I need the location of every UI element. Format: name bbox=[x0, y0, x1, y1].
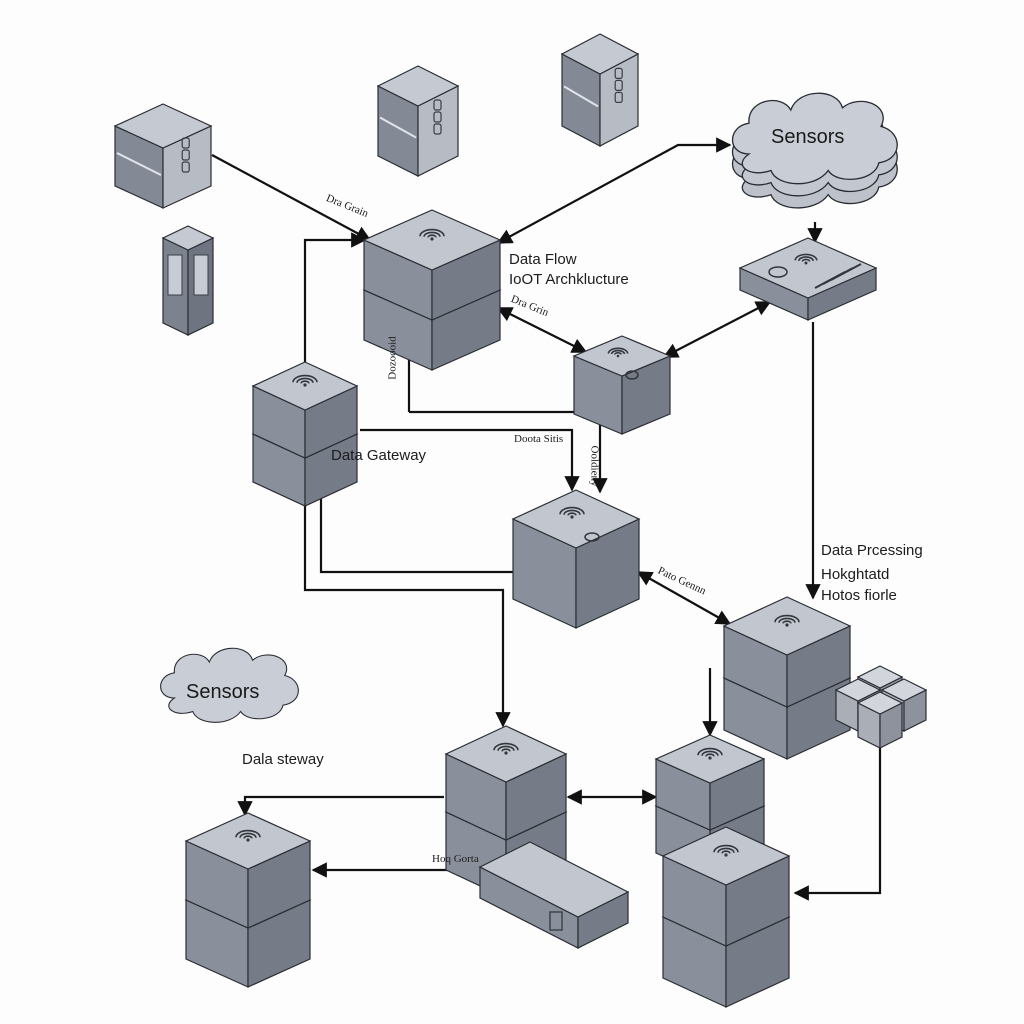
server-cube-3[interactable] bbox=[560, 33, 640, 147]
box-top-face bbox=[834, 678, 882, 702]
box-top-face bbox=[560, 33, 640, 75]
node-bottom-right-small[interactable] bbox=[654, 734, 766, 878]
port-icon bbox=[768, 266, 788, 278]
port-icon bbox=[584, 532, 600, 542]
connector-loop-b bbox=[360, 428, 580, 492]
wifi-icon bbox=[292, 374, 318, 387]
slot-icon bbox=[433, 99, 442, 111]
node-bottom-center[interactable] bbox=[444, 725, 568, 899]
wifi-icon bbox=[559, 506, 585, 519]
slot-icon bbox=[433, 111, 442, 123]
server-cube-2[interactable] bbox=[376, 65, 460, 177]
connector-from-server1 bbox=[211, 154, 372, 241]
vent-line bbox=[830, 263, 862, 281]
sensors-cloud-bottom-label: Sensors bbox=[186, 681, 260, 703]
tower-panel bbox=[193, 254, 209, 296]
data-steway-label: Dala steway bbox=[242, 751, 324, 768]
box-top-face bbox=[478, 841, 630, 918]
slot-icon bbox=[614, 79, 623, 92]
slot-icon bbox=[614, 91, 623, 104]
slot-icon bbox=[181, 161, 190, 173]
sensor-hub[interactable] bbox=[738, 237, 878, 321]
slot-icon bbox=[181, 149, 190, 161]
cloud-shape bbox=[732, 92, 898, 185]
box-top-face bbox=[880, 678, 928, 702]
slot-icon bbox=[433, 123, 442, 135]
wifi-icon bbox=[794, 253, 818, 265]
devices bbox=[113, 33, 928, 1008]
box-top-face bbox=[511, 489, 641, 549]
vertical-left-label: Dozoooid bbox=[386, 336, 399, 380]
data-stis-label: Doota Sitis bbox=[514, 433, 564, 445]
box-top-face bbox=[856, 691, 904, 715]
wifi-icon bbox=[607, 347, 629, 358]
wifi-icon bbox=[697, 747, 723, 760]
groove-line bbox=[563, 85, 599, 108]
port-icon bbox=[625, 370, 639, 380]
connector-gateway-to-sensorbox bbox=[496, 307, 588, 353]
storage-block[interactable] bbox=[478, 841, 630, 949]
wifi-icon bbox=[713, 844, 739, 857]
connector-bc-to-bl bbox=[237, 795, 444, 817]
hog-gorta-label: Hoq Gorta bbox=[432, 853, 479, 865]
server-cube-1[interactable] bbox=[113, 103, 213, 209]
tower-panel bbox=[167, 254, 183, 296]
box-top-face bbox=[376, 65, 460, 107]
connector-left-gw-up bbox=[303, 232, 367, 362]
edge-node-right[interactable] bbox=[722, 596, 852, 760]
box-top-face bbox=[113, 103, 213, 149]
wifi-icon bbox=[774, 614, 800, 627]
node-bottom-right[interactable] bbox=[661, 826, 791, 1008]
connectors bbox=[211, 137, 882, 901]
slot-icon bbox=[181, 137, 190, 149]
slot-icon bbox=[614, 67, 623, 80]
processing-sub1-label: Hokghtatd bbox=[821, 566, 890, 583]
gateway-main[interactable] bbox=[362, 209, 502, 371]
gateway-left[interactable] bbox=[251, 361, 359, 507]
box-top-face bbox=[738, 237, 878, 299]
router-small[interactable] bbox=[572, 335, 672, 435]
connector-cluster-to-br bbox=[793, 745, 882, 901]
data-processing-label: Data Prcessing bbox=[821, 542, 923, 559]
processing-sub2-label: Hotos fiorle bbox=[821, 587, 897, 604]
box-top-face bbox=[161, 225, 215, 251]
port-icon bbox=[549, 911, 563, 931]
connector-to-sensors-top bbox=[496, 137, 732, 244]
node-bottom-left[interactable] bbox=[184, 812, 312, 988]
cluster-cubes[interactable] bbox=[834, 665, 928, 749]
groove-line bbox=[379, 116, 417, 139]
vertical-right-label: Ooldieny bbox=[588, 445, 601, 487]
box-top-face bbox=[856, 665, 904, 689]
wifi-icon bbox=[235, 829, 261, 842]
connector-center-to-proc bbox=[636, 571, 732, 625]
cloud-shape bbox=[160, 647, 299, 723]
tower-kiosk[interactable] bbox=[161, 225, 215, 336]
data-flow-label: Data Flow bbox=[509, 251, 577, 268]
connector-hub-to-sensorbox bbox=[662, 301, 772, 358]
wifi-icon bbox=[419, 228, 445, 241]
sensors-cloud-top-label: Sensors bbox=[771, 126, 845, 148]
sensors-cloud-top[interactable] bbox=[732, 92, 898, 209]
iot-architecture-label: IoOT Archklucture bbox=[509, 271, 629, 288]
connector-to-bottom-center bbox=[303, 460, 511, 728]
wifi-icon bbox=[493, 742, 519, 755]
sensors-cloud-bottom[interactable] bbox=[160, 647, 299, 723]
box-top-face bbox=[572, 335, 672, 377]
processing-node[interactable] bbox=[511, 489, 641, 629]
data-gateway-label: Data Gateway bbox=[331, 447, 427, 464]
groove-line bbox=[116, 152, 162, 176]
